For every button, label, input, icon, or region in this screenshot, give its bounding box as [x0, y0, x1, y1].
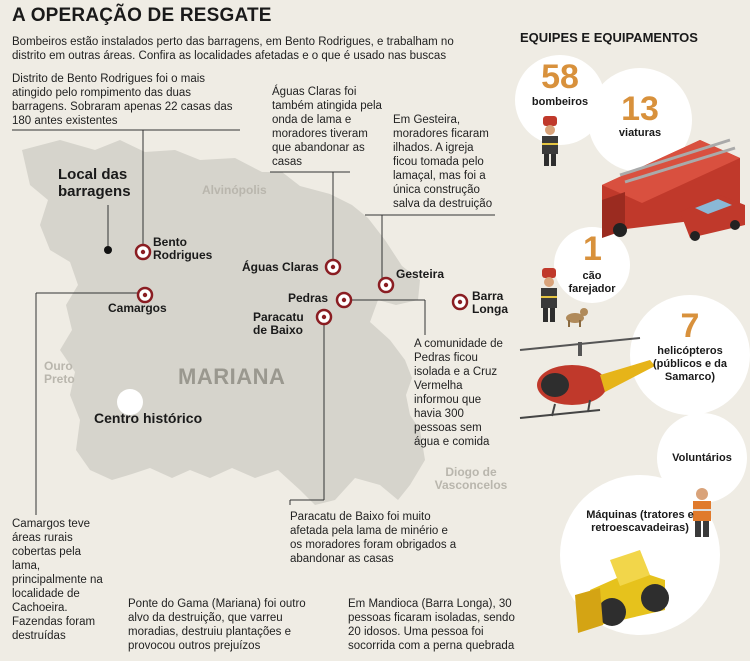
label-barra-longa: Barra Longa [472, 289, 508, 316]
helicopter-icon [519, 337, 655, 419]
note-paracatu: Paracatu de Baixo foi muito afetada pela… [290, 511, 457, 565]
region-label-mariana: MARIANA [178, 364, 286, 389]
page-title: A OPERAÇÃO DE RESGATE [12, 5, 272, 26]
note-camargos: Camargos teve áreas rurais cobertas pela… [12, 518, 103, 642]
marker-camargos [136, 286, 154, 304]
label-maquinas: Máquinas (tratores e retroescavadeiras) [586, 509, 694, 534]
note-aguas-claras: Águas Claras foi também atingida pela on… [272, 86, 382, 168]
tractor-icon [575, 550, 669, 633]
count-helicopteros: 7 [680, 307, 700, 345]
label-pedras: Pedras [288, 291, 329, 305]
note-pedras: A comunidade de Pedras ficou isolada e a… [414, 338, 503, 448]
label-local-das-barragens: Local das barragens [58, 166, 131, 200]
label-centro-historico: Centro histórico [94, 410, 203, 426]
note-bento-rodrigues: Distrito de Bento Rodrigues foi o mais a… [12, 73, 233, 127]
label-bombeiros: bombeiros [531, 96, 589, 108]
count-viaturas: 13 [621, 90, 659, 128]
note-gesteira: Em Gesteira, moradores ficaram ilhados. … [393, 114, 493, 210]
equipment-title: EQUIPES E EQUIPAMENTOS [520, 30, 698, 45]
fire-truck-icon [602, 138, 745, 241]
leader-lines [12, 129, 495, 515]
marker-aguas-claras [324, 258, 342, 276]
marker-gesteira [377, 276, 395, 294]
label-cao-farejador: cão farejador [568, 270, 616, 295]
count-cao: 1 [583, 230, 602, 268]
count-bombeiros: 58 [541, 58, 579, 96]
label-aguas-claras: Águas Claras [242, 260, 319, 274]
neighbor-ouro-preto: Ouro Preto [44, 359, 75, 386]
dog-handler-icon [541, 268, 588, 327]
label-viaturas: viaturas [618, 127, 662, 139]
label-bento-rodrigues: Bento Rodrigues [153, 235, 213, 262]
marker-centro-historico [117, 389, 143, 415]
label-voluntarios: Voluntários [672, 452, 732, 464]
page-subtitle: Bombeiros estão instalados perto das bar… [12, 36, 454, 62]
marker-pedras [335, 291, 353, 309]
marker-paracatu [315, 308, 333, 326]
marker-barra-longa [451, 293, 469, 311]
location-markers [104, 243, 469, 415]
neighbor-diogo-de-vasconcelos: Diogo de Vasconcelos [434, 465, 508, 492]
note-mandioca: Em Mandioca (Barra Longa), 30 pessoas fi… [348, 598, 515, 652]
firefighter-icon [542, 116, 558, 166]
note-ponte-do-gama: Ponte do Gama (Mariana) foi outro alvo d… [128, 598, 306, 652]
neighbor-alvinopolis: Alvinópolis [202, 183, 267, 197]
label-helicopteros: helicópteros (públicos e da Samarco) [653, 345, 727, 383]
label-camargos: Camargos [108, 301, 167, 315]
marker-barragens [104, 246, 112, 254]
volunteer-icon [693, 488, 711, 537]
marker-bento [134, 243, 152, 261]
label-paracatu-de-baixo: Paracatu de Baixo [253, 310, 304, 337]
label-gesteira: Gesteira [396, 267, 445, 281]
